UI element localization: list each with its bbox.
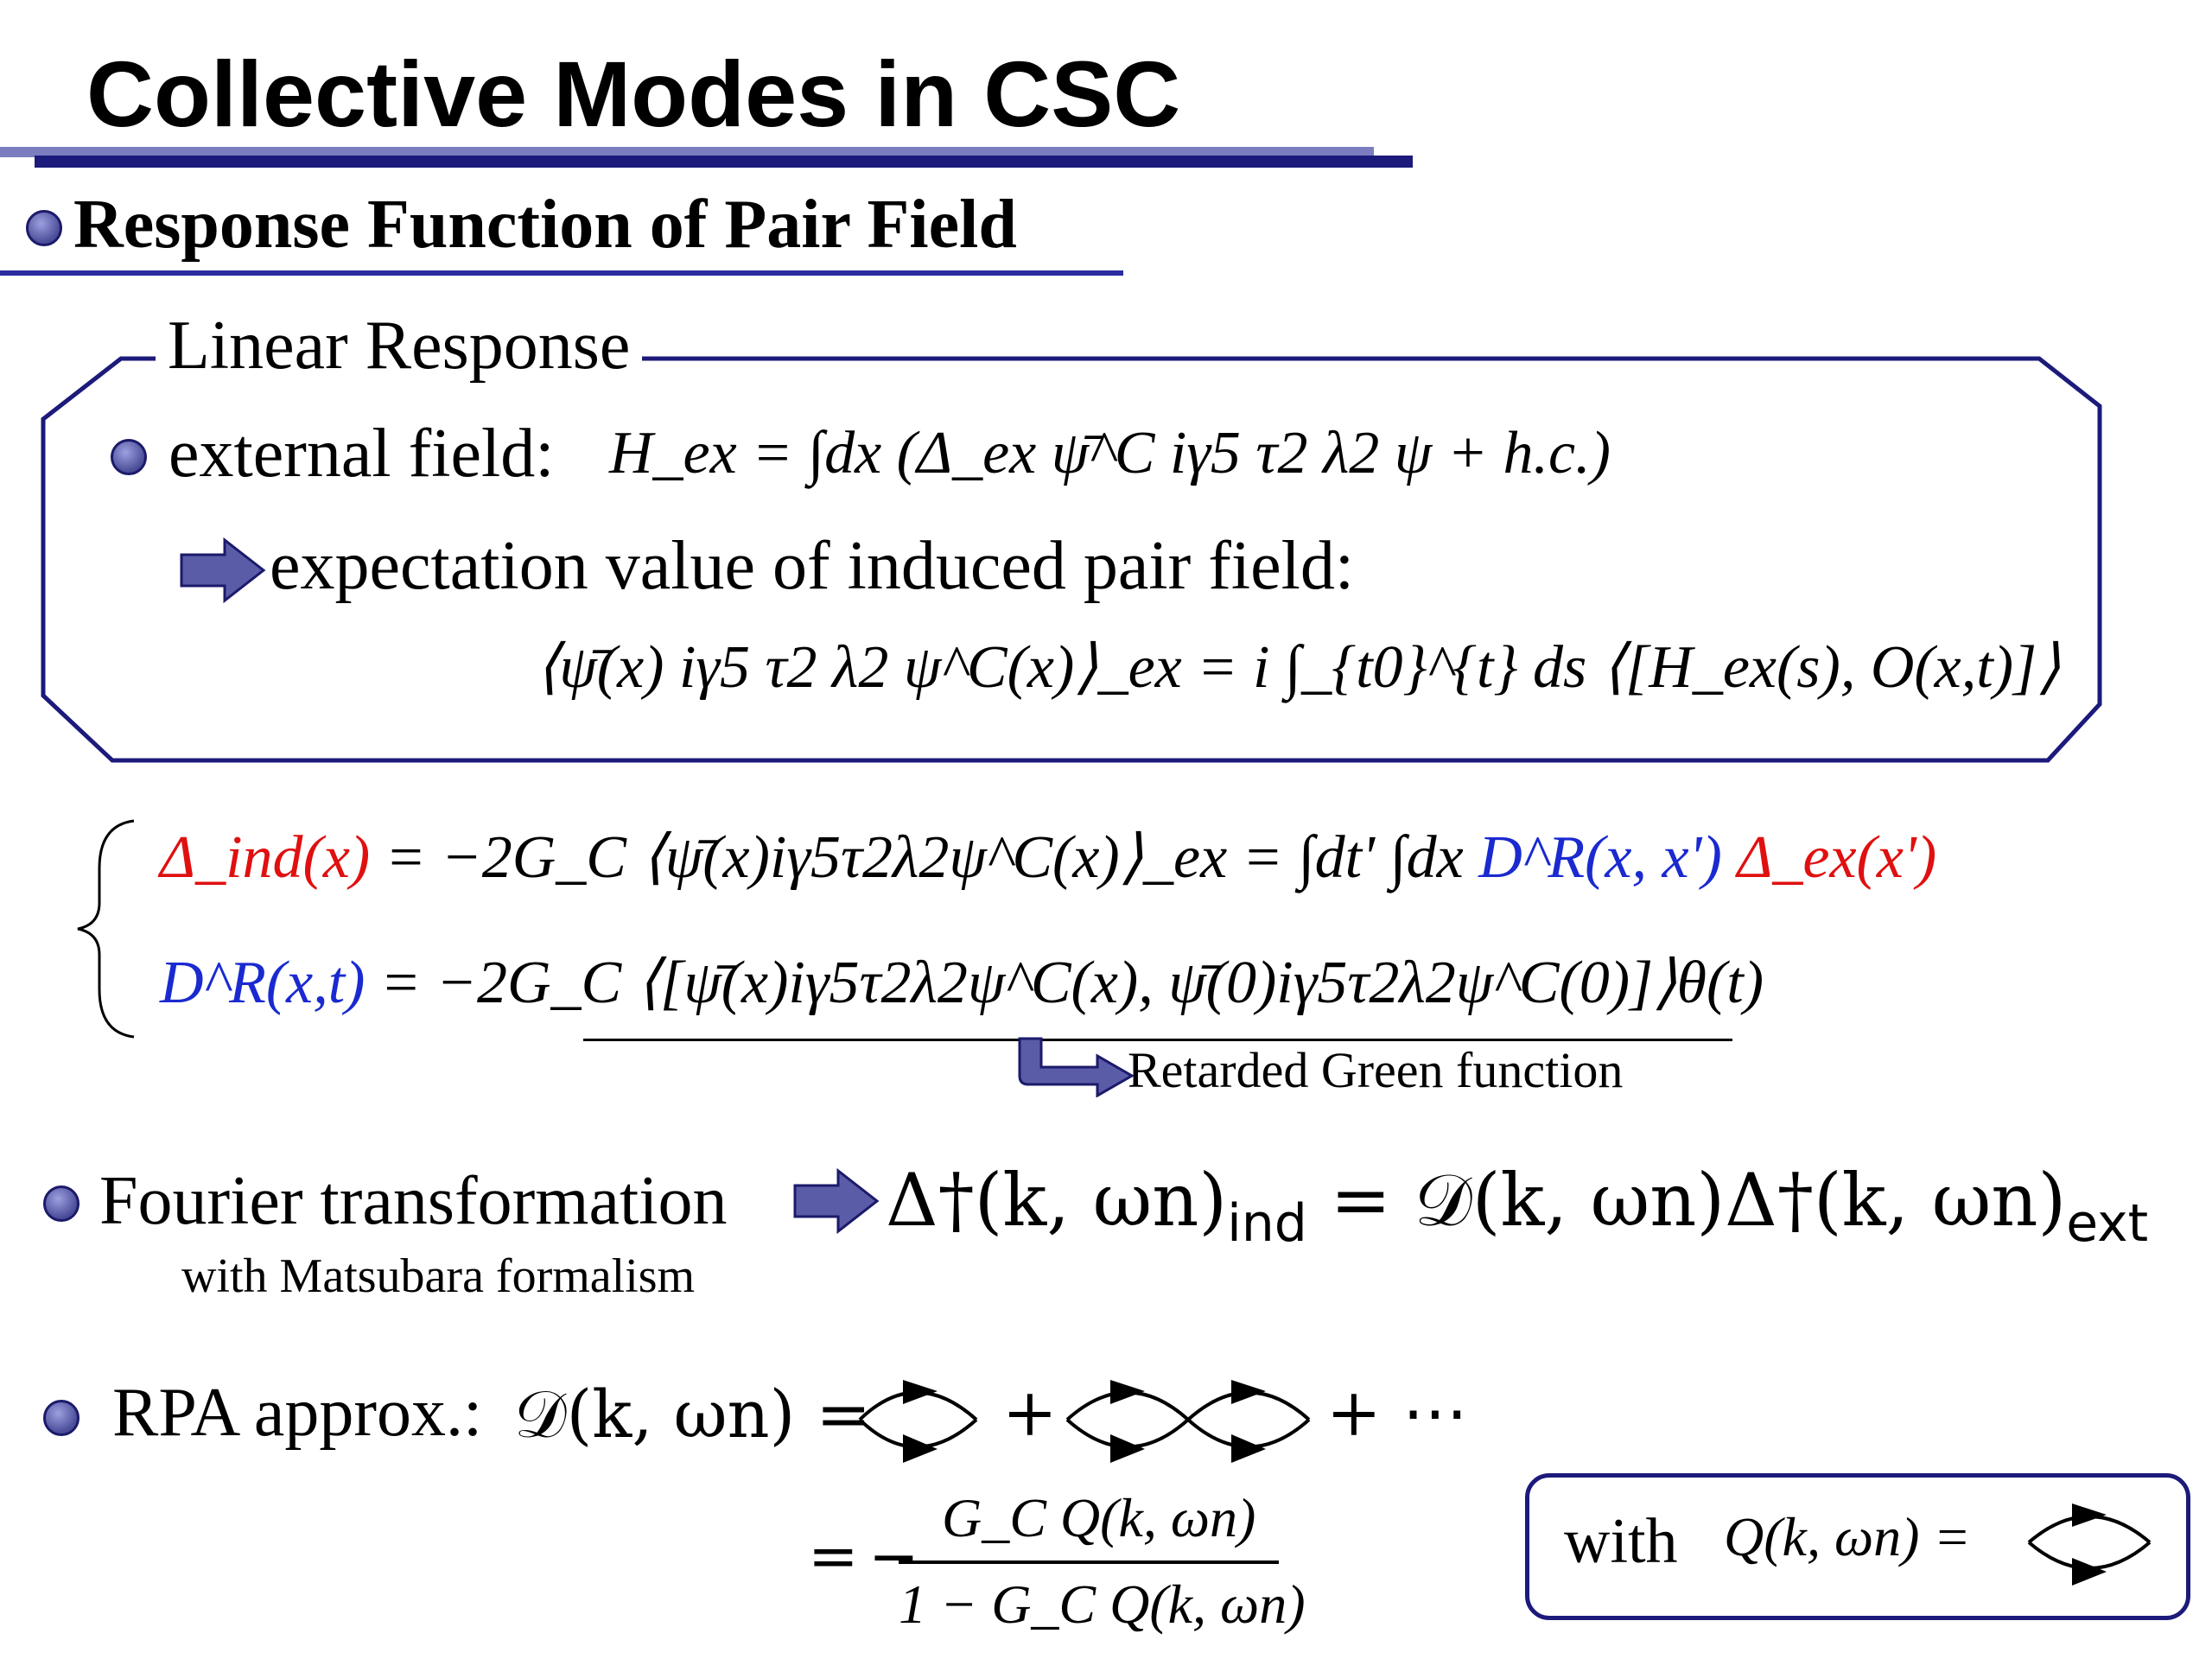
q-definition-box [1525, 1473, 2190, 1620]
rpa-plus-2: + ⋯ [1326, 1374, 1468, 1451]
rpa-bubble-diagrams [858, 1380, 1311, 1463]
fourier-sublabel: with Matsubara formalism [181, 1249, 696, 1303]
q-with-label: with [1564, 1506, 1678, 1577]
fourier-arrow-icon [793, 1167, 880, 1235]
section-underline [0, 270, 1123, 276]
external-field-formula: H_ex = ∫dx (Δ_ex ψ̄^C iγ5 τ2 λ2 ψ + h.c.… [609, 420, 1611, 486]
page-title: Collective Modes in CSC [86, 41, 1181, 146]
propagator-arrow-icon [903, 1434, 938, 1463]
q-formula: Q(k, ωn) = [1724, 1506, 1971, 1567]
rpa-fraction-bar [899, 1560, 1279, 1564]
rpa-numerator: G_C Q(k, ωn) [942, 1487, 1256, 1548]
eq2-retarded-D: D^R(x,t) [160, 950, 365, 1016]
title-underline-dark [35, 156, 1413, 168]
section-bullet-icon [26, 210, 62, 246]
eq1-induced-field: Δ_ind(x) [160, 824, 371, 891]
fourier-ext-subscript: ext [2066, 1192, 2149, 1254]
fourier-mid: = 𝒟(k, ωn)Δ†(k, ωn) [1306, 1158, 2067, 1243]
rpa-result-equals: = [808, 1521, 859, 1592]
external-field-label: external field: [168, 416, 555, 492]
propagator-arrow-icon [903, 1380, 938, 1404]
rpa-result-minus: − [868, 1521, 919, 1592]
rpa-bullet-icon [43, 1400, 79, 1436]
implies-arrow-icon [180, 537, 266, 604]
propagator-arrow-icon [1231, 1380, 1266, 1404]
propagator-arrow-icon [1231, 1434, 1266, 1463]
rpa-label: RPA approx.: [112, 1375, 483, 1451]
rpa-denominator: 1 − G_C Q(k, ωn) [899, 1573, 1306, 1635]
external-field-bullet-icon [111, 439, 147, 475]
propagator-arrow-icon [1110, 1434, 1145, 1463]
title-underline-light [0, 147, 1374, 157]
fourier-label: Fourier transformation [99, 1163, 728, 1239]
eq1-external-field: Δ_ex(x') [1737, 824, 1937, 891]
section-title: Response Function of Pair Field [73, 187, 1017, 263]
retarded-green-label: Retarded Green function [1128, 1042, 1624, 1098]
fourier-formula: Δ†(k, ωn)ind = 𝒟(k, ωn)Δ†(k, ωn)ext [886, 1158, 2148, 1254]
expectation-label: expectation value of induced pair field: [270, 528, 1355, 604]
fourier-lhs: Δ†(k, ωn) [886, 1158, 1228, 1243]
rpa-formula-lhs: 𝒟(k, ωn) = [514, 1376, 872, 1452]
linear-response-label: Linear Response [156, 307, 643, 385]
eq1-middle: = −2G_C ⟨ψ̄(x)iγ5τ2λ2ψ^C(x)⟩_ex = ∫dt' ∫… [385, 824, 1464, 891]
retarded-underline [583, 1039, 1732, 1041]
fourier-bullet-icon [43, 1185, 79, 1222]
fourier-ind-subscript: ind [1227, 1192, 1307, 1254]
rpa-plus-1: + [1002, 1374, 1058, 1451]
q-bubble-diagram [2027, 1503, 2152, 1586]
propagator-arrow-icon [1110, 1380, 1145, 1404]
eq2-rhs: = −2G_C ⟨[ψ̄(x)iγ5τ2λ2ψ^C(x), ψ̄(0)iγ5τ2… [379, 950, 1764, 1016]
expectation-formula: ⟨ψ̄(x) iγ5 τ2 λ2 ψ^C(x)⟩_ex = i ∫_{t0}^{… [536, 634, 2061, 701]
linear-response-frame [41, 356, 2102, 763]
left-brace-icon [77, 819, 135, 1039]
retarded-pointer-arrow-icon [1018, 1037, 1135, 1097]
eq1-retarded-D: D^R(x, x') [1478, 824, 1722, 891]
